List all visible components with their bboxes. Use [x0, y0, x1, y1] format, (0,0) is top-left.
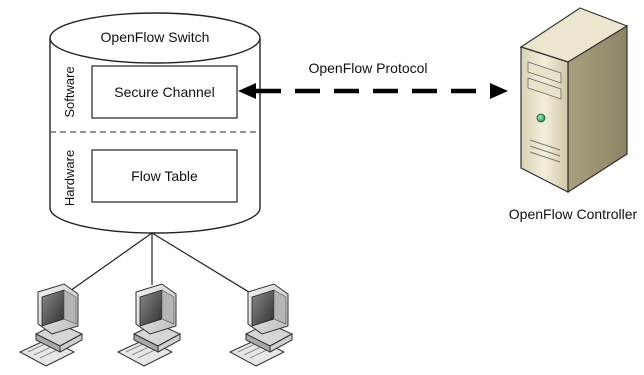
arrowhead-left-icon — [238, 83, 256, 99]
openflow-controller: OpenFlow Controller — [509, 7, 638, 222]
software-label: Software — [62, 66, 77, 117]
host-connections — [59, 232, 263, 301]
flow-table-box — [91, 149, 238, 203]
connection-line — [151, 232, 263, 301]
openflow-protocol-link: OpenFlow Protocol — [238, 60, 508, 99]
controller-label: OpenFlow Controller — [509, 206, 638, 222]
secure-channel-box — [91, 65, 238, 119]
flow-table-label: Flow Table — [131, 168, 198, 184]
connection-line — [59, 232, 153, 299]
secure-channel-label: Secure Channel — [114, 84, 214, 100]
server-tower-icon — [519, 7, 629, 194]
protocol-label: OpenFlow Protocol — [308, 60, 427, 76]
switch-title: OpenFlow Switch — [101, 29, 210, 45]
hardware-label: Hardware — [62, 150, 77, 206]
desktop-computer-icon — [117, 283, 181, 367]
arrowhead-right-icon — [490, 83, 508, 99]
desktop-computer-icon — [19, 283, 83, 367]
openflow-switch: OpenFlow Switch Software Hardware Secure… — [49, 12, 261, 234]
desktop-computer-icon — [229, 283, 293, 367]
host-computers — [19, 283, 293, 367]
